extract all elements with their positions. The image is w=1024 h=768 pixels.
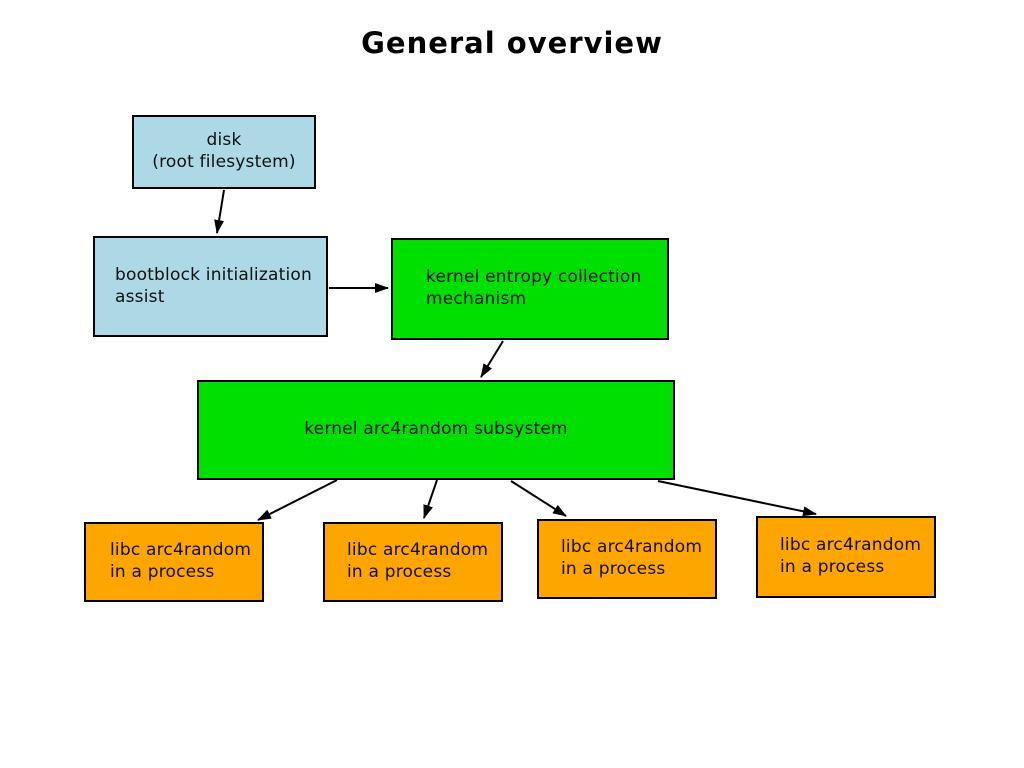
- edge-disk-to-bootblock: [214, 189, 225, 234]
- edge-subsystem-to-libc1: [257, 479, 338, 521]
- node-entropy-label-line2: mechanism: [426, 289, 527, 309]
- node-subsystem-label: kernel arc4random subsystem: [304, 419, 568, 440]
- node-libc4-label-line2: in a process: [780, 557, 885, 577]
- node-bootblock-init-assist: bootblock initialization assist: [93, 236, 328, 337]
- node-bootblock-label-line1: bootblock initialization: [115, 264, 312, 285]
- node-kernel-arc4random-subsystem: kernel arc4random subsystem: [197, 380, 675, 480]
- edge-subsystem-to-libc3: [510, 480, 567, 517]
- node-libc3-label-line2: in a process: [561, 559, 666, 579]
- node-libc3-label-line1: libc arc4random: [561, 537, 703, 558]
- node-libc1-label-line2: in a process: [110, 562, 215, 582]
- edge-subsystem-to-libc4: [657, 480, 817, 517]
- node-disk-label-line2: (root filesystem): [152, 152, 296, 172]
- node-libc2-label-line2: in a process: [347, 562, 452, 582]
- node-libc4-label-line1: libc arc4random: [780, 535, 922, 556]
- edge-entropy-to-subsystem: [480, 340, 504, 378]
- node-libc-arc4random-2: libc arc4random in a process: [323, 522, 503, 602]
- page-title: General overview: [361, 26, 663, 60]
- node-libc-arc4random-4: libc arc4random in a process: [756, 516, 936, 598]
- node-disk-label-line1: disk: [206, 130, 242, 151]
- node-libc2-label-line1: libc arc4random: [347, 540, 489, 561]
- edge-subsystem-to-libc2: [423, 479, 438, 519]
- node-libc1-label-line1: libc arc4random: [110, 540, 252, 561]
- node-libc-arc4random-3: libc arc4random in a process: [537, 519, 717, 599]
- node-kernel-entropy-collection: kernel entropy collection mechanism: [391, 238, 669, 340]
- node-bootblock-label-line2: assist: [115, 286, 165, 307]
- node-libc-arc4random-1: libc arc4random in a process: [84, 522, 264, 602]
- node-disk: disk (root filesystem): [132, 115, 316, 189]
- node-entropy-label-line1: kernel entropy collection: [426, 267, 642, 288]
